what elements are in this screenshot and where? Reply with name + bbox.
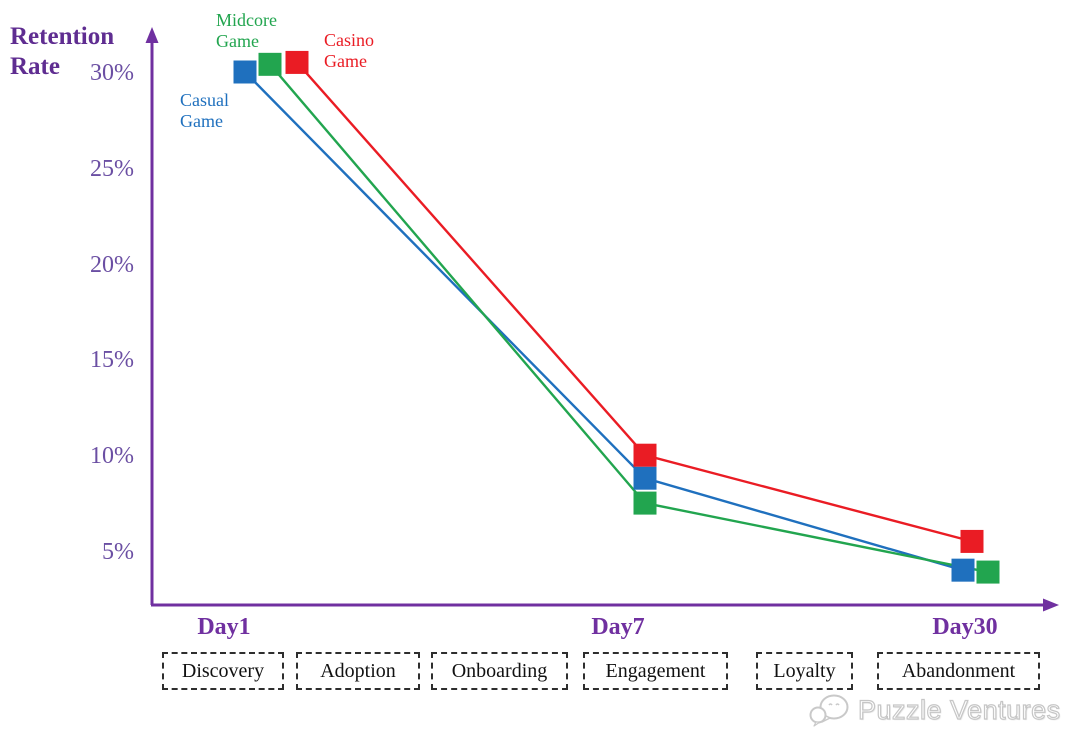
- y-tick-label-10pct: 10%: [90, 443, 134, 470]
- legend-midcore-game: Midcore Game: [216, 10, 277, 51]
- y-tick-label-20pct: 20%: [90, 251, 134, 278]
- marker-casino-game-day1: [285, 50, 309, 74]
- marker-casino-game-day30: [960, 529, 984, 553]
- stage-box-adoption: Adoption: [296, 652, 420, 690]
- puzzle-ventures-logo-icon: [809, 694, 849, 727]
- marker-casual-game-day30: [951, 558, 975, 582]
- x-axis-label-day30: Day30: [932, 614, 998, 640]
- marker-casino-game-day7: [633, 443, 657, 467]
- stage-box-discovery: Discovery: [162, 652, 284, 690]
- y-tick-label-25pct: 25%: [90, 155, 134, 182]
- marker-midcore-game-day30: [976, 560, 1000, 584]
- marker-casual-game-day7: [633, 466, 657, 490]
- x-axis-label-day1: Day1: [197, 614, 251, 640]
- stage-box-abandonment: Abandonment: [877, 652, 1040, 690]
- watermark: Puzzle Ventures: [808, 692, 1061, 728]
- series-line-casual-game: [244, 71, 964, 572]
- legend-casual-game: Casual Game: [180, 90, 229, 131]
- marker-midcore-game-day7: [633, 491, 657, 515]
- watermark-text: Puzzle Ventures: [857, 694, 1061, 725]
- marker-casual-game-day1: [233, 60, 257, 84]
- y-tick-label-5pct: 5%: [102, 539, 134, 565]
- y-tick-label-30pct: 30%: [90, 60, 134, 86]
- marker-midcore-game-day1: [258, 52, 282, 76]
- y-axis-title: Retention Rate: [10, 23, 115, 80]
- x-axis-label-day7: Day7: [591, 614, 645, 640]
- x-axis-arrowhead: [1043, 598, 1059, 612]
- y-tick-label-15pct: 15%: [90, 347, 134, 374]
- series-line-midcore-game: [269, 63, 989, 574]
- stage-box-loyalty: Loyalty: [756, 652, 853, 690]
- y-axis-arrowhead: [145, 27, 159, 43]
- legend-casino-game: Casino Game: [324, 30, 375, 71]
- stage-box-onboarding: Onboarding: [431, 652, 568, 690]
- stage-box-engagement: Engagement: [583, 652, 728, 690]
